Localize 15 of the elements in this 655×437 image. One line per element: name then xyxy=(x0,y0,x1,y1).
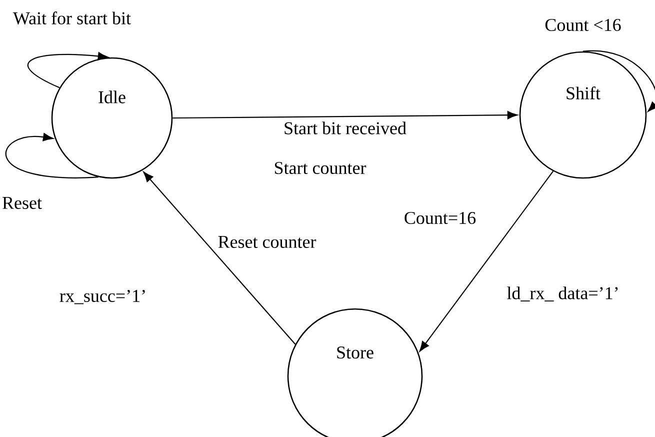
edge-label: Reset counter xyxy=(216,235,318,249)
edge-label: Start bit received xyxy=(282,120,408,136)
arrow xyxy=(172,111,518,120)
edge-label: Count <16 xyxy=(544,18,622,32)
arrow xyxy=(28,52,108,88)
arrow xyxy=(6,133,98,178)
transition-label: Start counter xyxy=(274,162,366,174)
arrow xyxy=(143,172,296,345)
edge-label: Wait for start bit xyxy=(12,10,132,26)
transition-label: Count=16 xyxy=(404,212,476,224)
arrow xyxy=(582,50,655,112)
edge-label: Reset xyxy=(1,196,43,210)
transition-label: rx_succ=’1’ xyxy=(60,290,145,304)
edge-label: ld_rx_ data=’1’ xyxy=(506,286,620,302)
arrow xyxy=(419,170,554,352)
